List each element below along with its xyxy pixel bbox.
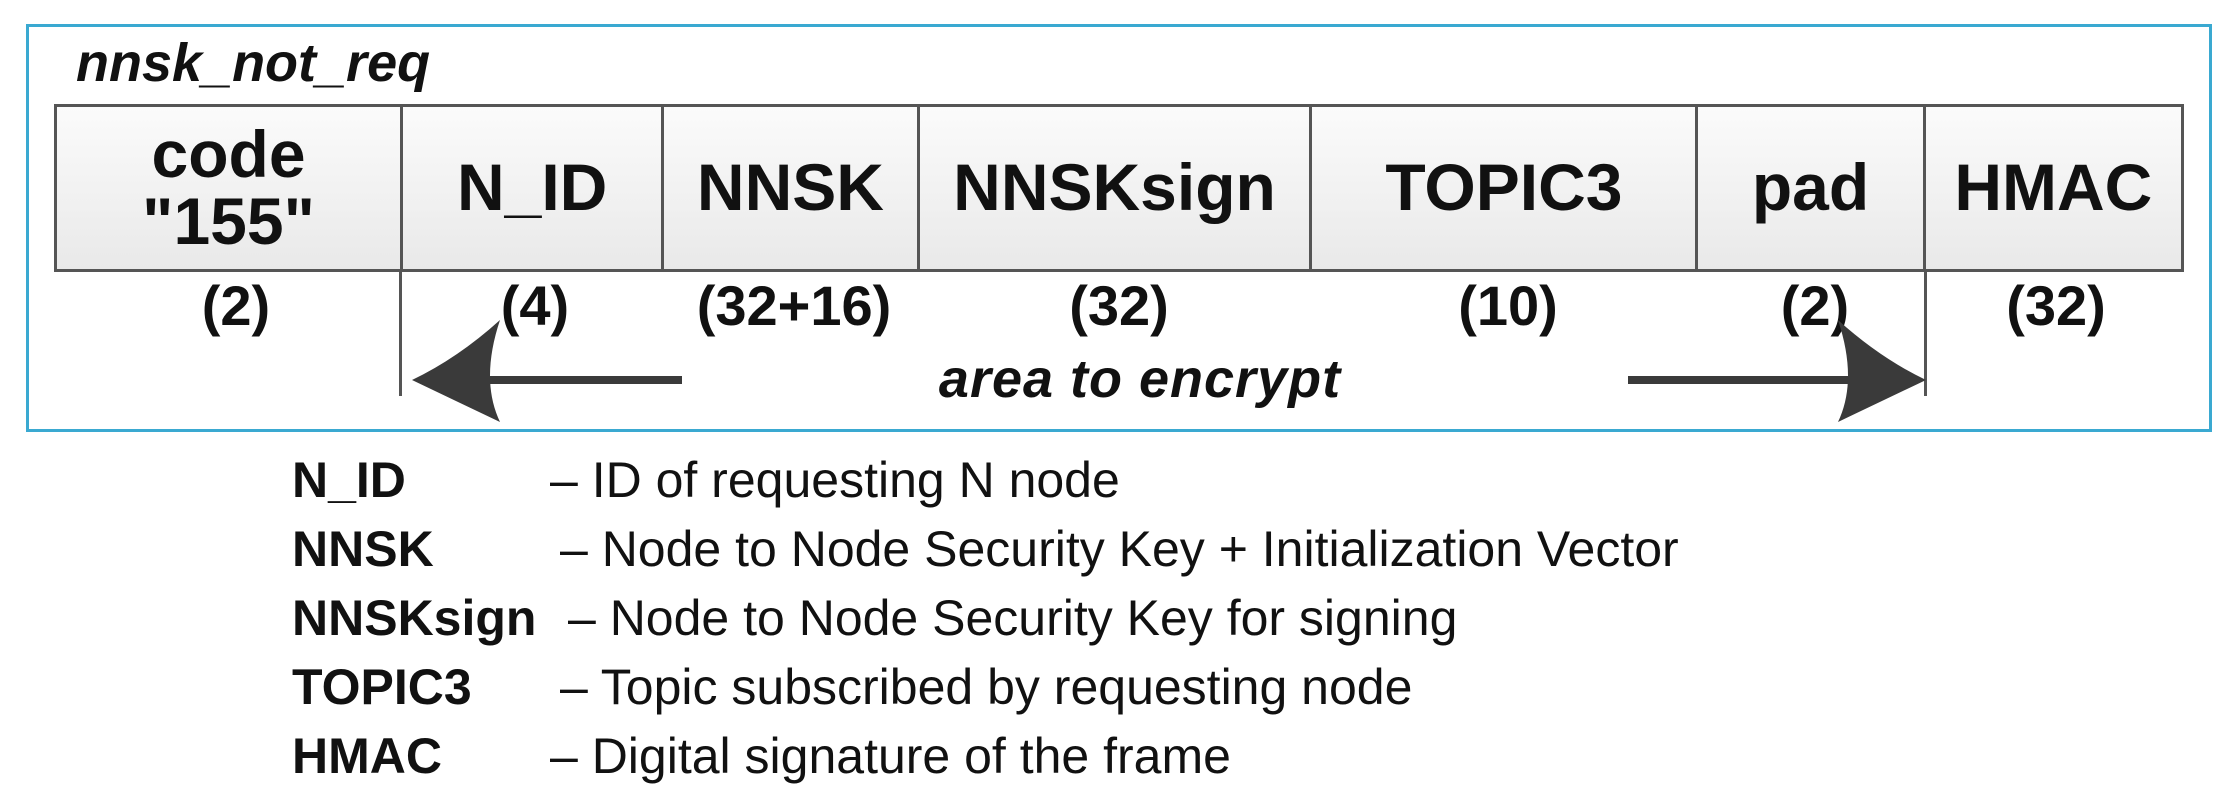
field-hmac-label: HMAC (1954, 150, 2153, 225)
size-code: (2) (201, 274, 271, 337)
legend-term: NNSK (292, 521, 434, 577)
field-code-line-2: "155" (142, 184, 315, 258)
field-code: code "155" (57, 107, 404, 269)
encrypt-bracket-left (399, 272, 402, 396)
size-topic3: (10) (1458, 274, 1558, 337)
size-hmac: (32) (2006, 274, 2106, 337)
encrypt-bracket-right (1924, 272, 1927, 396)
legend-term: N_ID (292, 452, 406, 508)
right-arrow-icon (1628, 320, 1926, 422)
field-topic3: TOPIC3 (1312, 107, 1699, 269)
diagram-frame (26, 24, 2212, 432)
left-arrow-icon (412, 320, 682, 422)
legend-term: TOPIC3 (292, 659, 472, 715)
field-n-id: N_ID (403, 107, 665, 269)
field-row: code "155" N_ID NNSK NNSKsign TOPIC3 pad… (54, 104, 2184, 272)
size-nnsksign: (32) (1069, 274, 1169, 337)
legend-desc: – Node to Node Security Key for signing (568, 590, 1458, 646)
size-pad: (2) (1780, 274, 1850, 337)
size-nnsk: (32+16) (696, 274, 892, 337)
field-pad-label: pad (1751, 150, 1870, 225)
field-nnsksign-label: NNSKsign (953, 150, 1276, 225)
legend-desc: – Node to Node Security Key + Initializa… (560, 521, 1679, 577)
legend-desc: – Topic subscribed by requesting node (560, 659, 1413, 715)
field-nnsk: NNSK (664, 107, 920, 269)
field-code-line-1: code (151, 116, 306, 191)
encrypt-area-label: area to encrypt (938, 349, 1342, 409)
legend-term: HMAC (292, 728, 442, 784)
field-pad: pad (1698, 107, 1926, 269)
field-nnsk-label: NNSK (696, 150, 884, 225)
size-n-id: (4) (500, 274, 570, 337)
frame-title: nnsk_not_req (76, 33, 431, 93)
field-hmac: HMAC (1926, 107, 2181, 269)
field-n-id-label: N_ID (456, 150, 608, 225)
legend-term: NNSKsign (292, 590, 537, 646)
field-topic3-label: TOPIC3 (1385, 150, 1623, 225)
legend-desc: – Digital signature of the frame (550, 728, 1231, 784)
legend-desc: – ID of requesting N node (550, 452, 1120, 508)
field-nnsksign: NNSKsign (920, 107, 1313, 269)
